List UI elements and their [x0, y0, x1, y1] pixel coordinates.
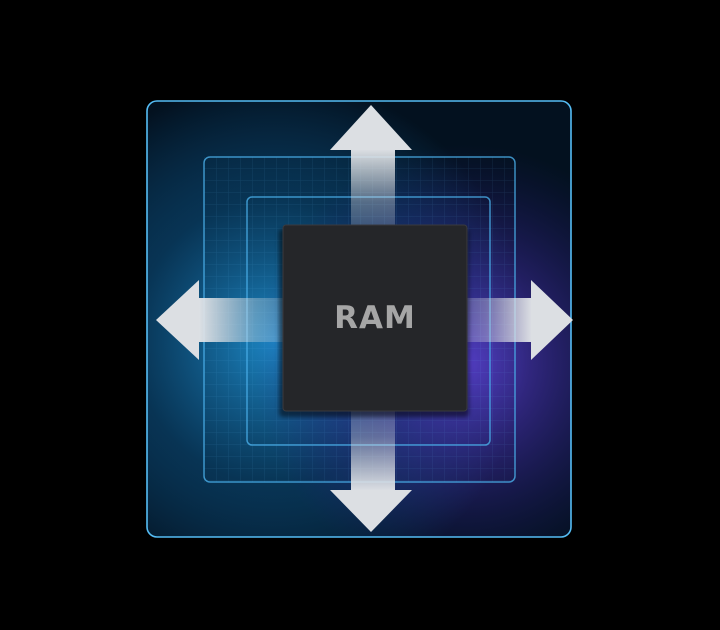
arrow-up-icon	[330, 105, 412, 238]
ram-chip	[279, 224, 469, 417]
ram-chip-label: RAM	[334, 300, 416, 336]
arrow-left-icon	[156, 280, 293, 360]
